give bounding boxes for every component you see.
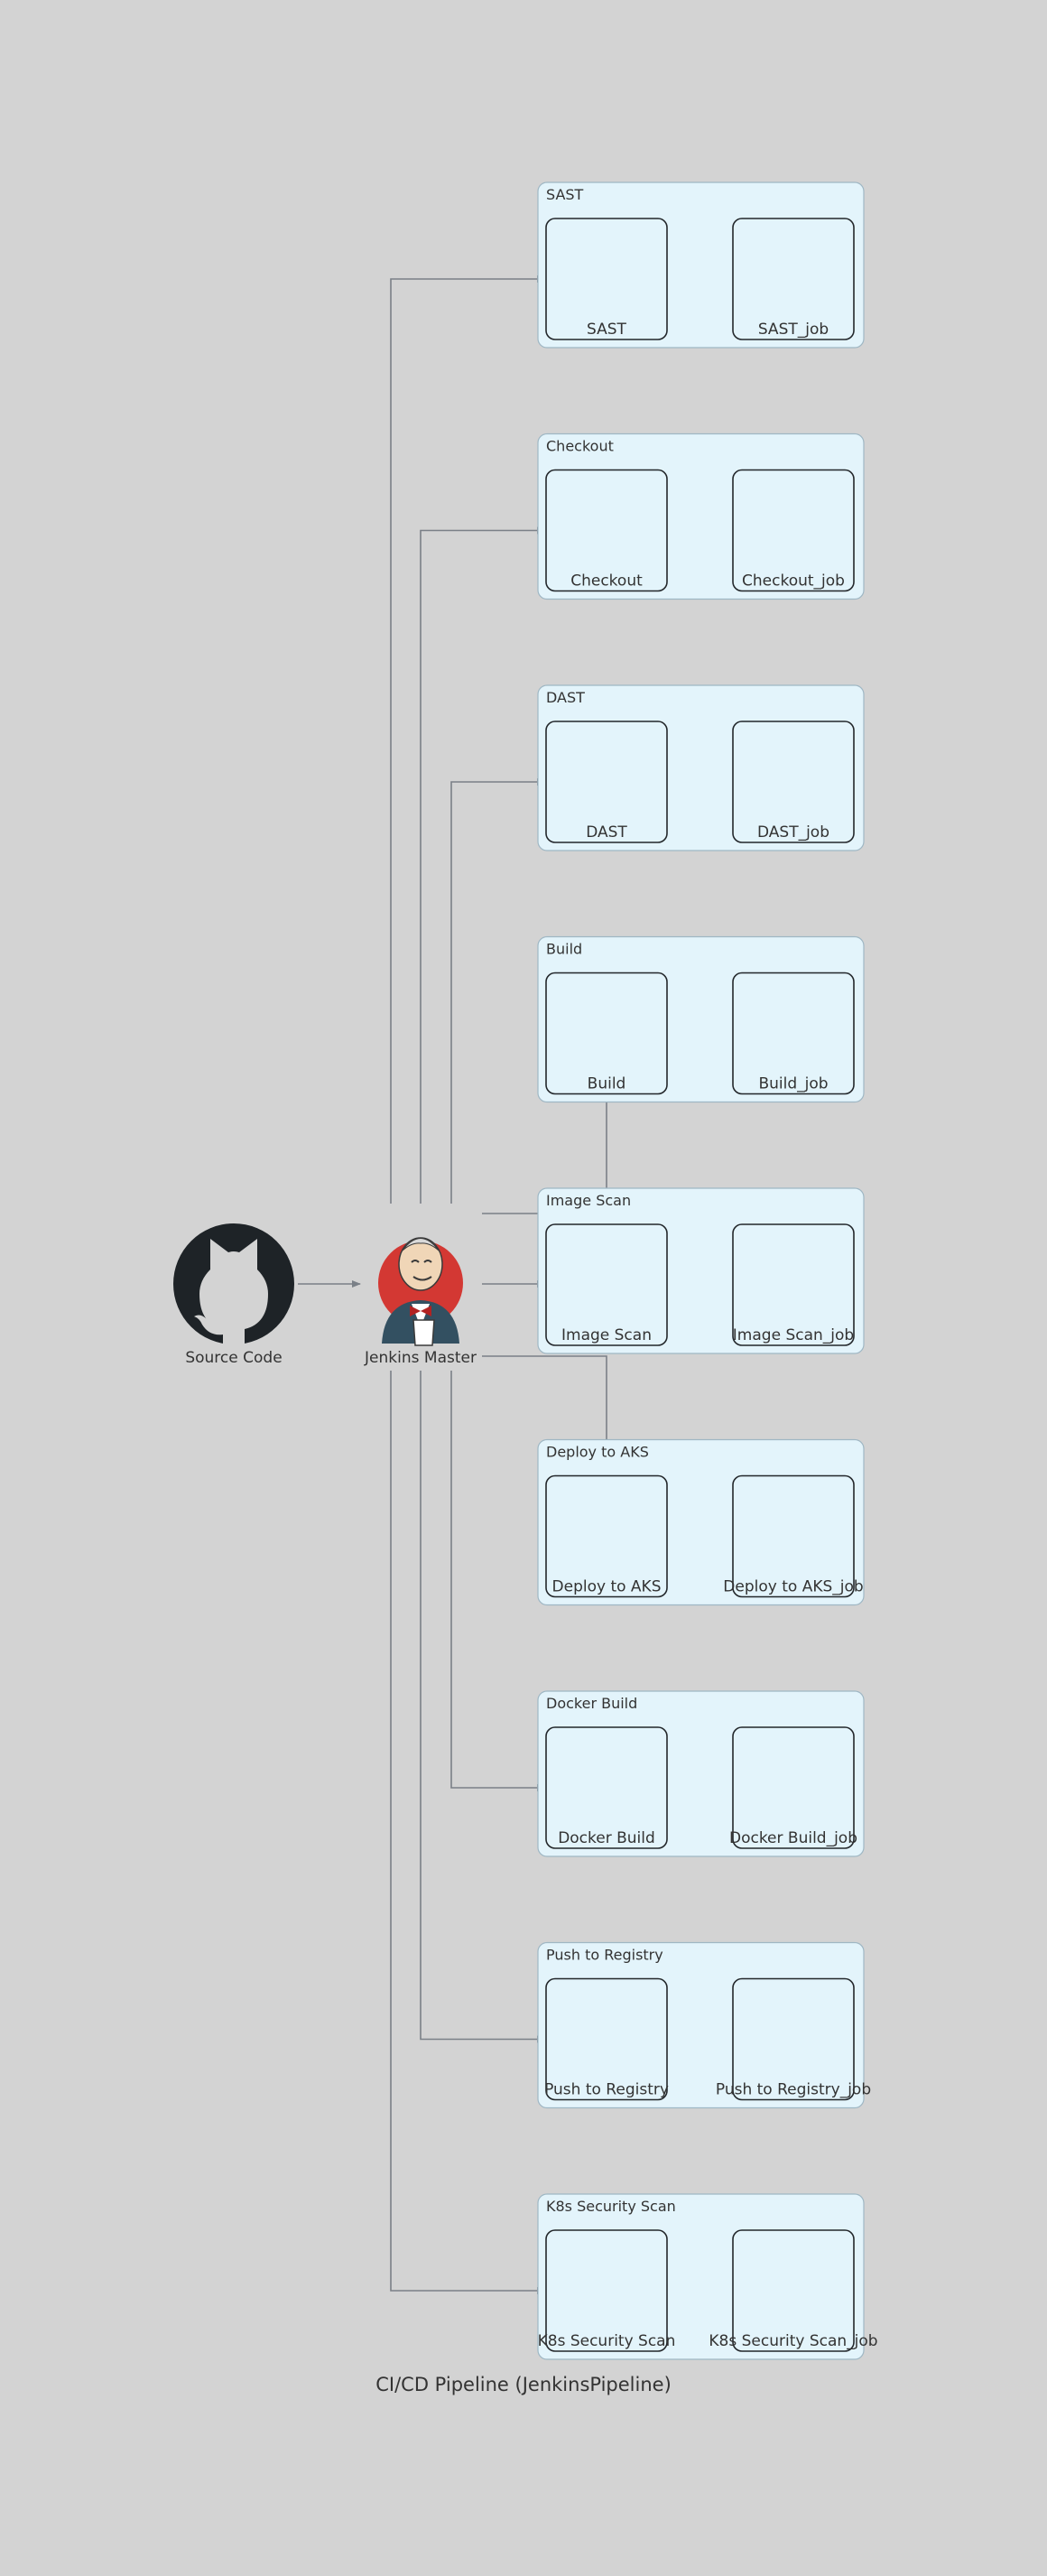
edge-master-to-push-to-registry [420,1371,546,2043]
job-label: Checkout_job [742,572,845,591]
cluster-label: Checkout [546,438,614,455]
job-node-docker-build: Docker Build_job [729,1726,857,1849]
source-code-label: Source Code [185,1349,282,1367]
job-label: Docker Build_job [729,1829,857,1847]
stage-node-dast: DAST [545,721,668,843]
stage-label: Docker Build [558,1829,655,1847]
edge-master-to-sast [390,275,546,1204]
job-node-push-to-registry: Push to Registry_job [716,1977,871,2101]
stage-label: Build [588,1075,626,1093]
jenkins-icon [378,1237,463,1346]
job-node-deploy-to-aks: Deploy to AKS_job [723,1474,864,1598]
stage-node-docker-build: Docker Build [545,1726,668,1849]
job-box [732,721,855,843]
job-box [732,1474,855,1598]
job-label: SAST_job [758,321,829,339]
stage-box [545,469,668,592]
jenkins-master-node: Jenkins Master [364,1237,477,1367]
job-box [732,2229,855,2352]
source-code-node: Source Code [173,1223,294,1367]
cluster-label: Docker Build [546,1695,637,1712]
job-node-dast: DAST_job [732,721,855,843]
stage-box [545,972,668,1095]
job-label: Push to Registry_job [716,2081,871,2099]
stage-node-k8s-security-scan: K8s Security Scan [538,2229,676,2352]
stage-box [545,1223,668,1346]
cluster-label: Push to Registry [546,1947,663,1964]
stage-node-push-to-registry: Push to Registry [544,1977,669,2101]
job-node-build: Build_job [732,972,855,1095]
stage-box [545,1474,668,1598]
job-node-sast: SAST_job [732,218,855,340]
stage-box [545,2229,668,2352]
job-box [732,218,855,340]
stage-box [545,1726,668,1849]
cluster-label: Deploy to AKS [546,1444,649,1461]
job-label: K8s Security Scan_job [709,2332,877,2350]
github-icon [173,1223,294,1345]
cluster-label: SAST [546,186,584,203]
job-box [732,1223,855,1346]
edge-master-to-checkout [420,526,546,1204]
diagram-title: CI/CD Pipeline (JenkinsPipeline) [375,2374,672,2395]
job-label: Image Scan_job [733,1326,854,1344]
edge-master-to-dast [450,778,546,1204]
cluster-label: Image Scan [546,1192,631,1209]
job-node-checkout: Checkout_job [732,469,855,592]
job-node-k8s-security-scan: K8s Security Scan_job [709,2229,878,2352]
stage-box [545,721,668,843]
job-box [732,469,855,592]
edge-master-to-k8s-security-scan [390,1371,546,2294]
cluster-sast: SAST SAST SAST_job [537,181,865,349]
stage-label: Checkout [570,572,643,591]
job-box [732,1977,855,2101]
stage-node-deploy-to-aks: Deploy to AKS [545,1474,668,1598]
stage-label: Image Scan [561,1326,652,1344]
stage-label: Push to Registry [544,2081,669,2099]
edge-master-to-deploy-to-aks [482,1355,610,1475]
stage-node-checkout: Checkout [545,469,668,592]
stage-label: K8s Security Scan [538,2332,676,2350]
stage-box [545,1977,668,2101]
job-label: Deploy to AKS_job [723,1578,863,1596]
stage-box [545,218,668,340]
job-label: DAST_job [757,823,829,842]
job-label: Build_job [758,1075,828,1093]
cluster-label: Build [546,941,582,958]
edge-master-to-docker-build [450,1371,546,1791]
cluster-label: DAST [546,689,585,706]
stage-node-image-scan: Image Scan [545,1223,668,1346]
stage-label: SAST [587,321,627,339]
jenkins-master-label: Jenkins Master [364,1349,477,1367]
stage-label: DAST [586,823,627,842]
job-box [732,972,855,1095]
stage-node-build: Build [545,972,668,1095]
stage-node-sast: SAST [545,218,668,340]
cluster-label: K8s Security Scan [546,2198,676,2215]
stage-label: Deploy to AKS [552,1578,662,1596]
job-node-image-scan: Image Scan_job [732,1223,855,1346]
job-box [732,1726,855,1849]
cluster-deploy-to-aks: Deploy to AKS Deploy to AKS Deploy to AKS_… [537,1438,865,1606]
cluster-dast: DAST DAST DAST_job [537,684,865,851]
